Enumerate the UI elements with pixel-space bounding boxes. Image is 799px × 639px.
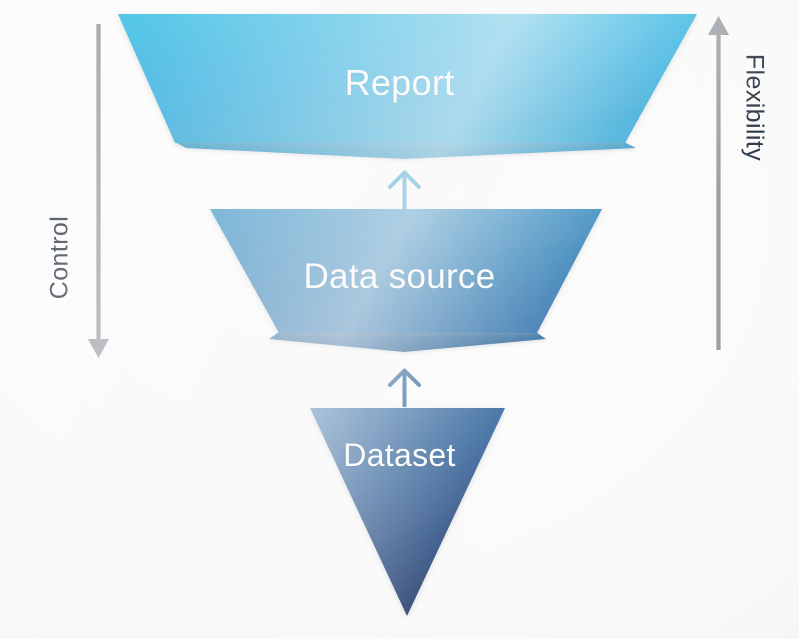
- dataset-shape[interactable]: [310, 408, 505, 616]
- funnel-stage-data-source[interactable]: [210, 209, 602, 352]
- axis-control: [88, 24, 109, 358]
- data-source-fold-shadow: [269, 332, 546, 352]
- connector-dataset-to-data-source: [388, 368, 421, 407]
- axis-flexibility: [708, 16, 729, 350]
- report-shape[interactable]: [118, 14, 697, 143]
- connector-data-source-to-report: [388, 170, 421, 209]
- control-arrowhead-down: [88, 339, 109, 358]
- flexibility-arrowhead-up: [708, 16, 729, 35]
- funnel-stage-dataset[interactable]: [310, 408, 505, 616]
- report-fold-shadow: [175, 142, 636, 159]
- funnel-stage-report[interactable]: [118, 14, 697, 159]
- data-source-shape[interactable]: [210, 209, 602, 333]
